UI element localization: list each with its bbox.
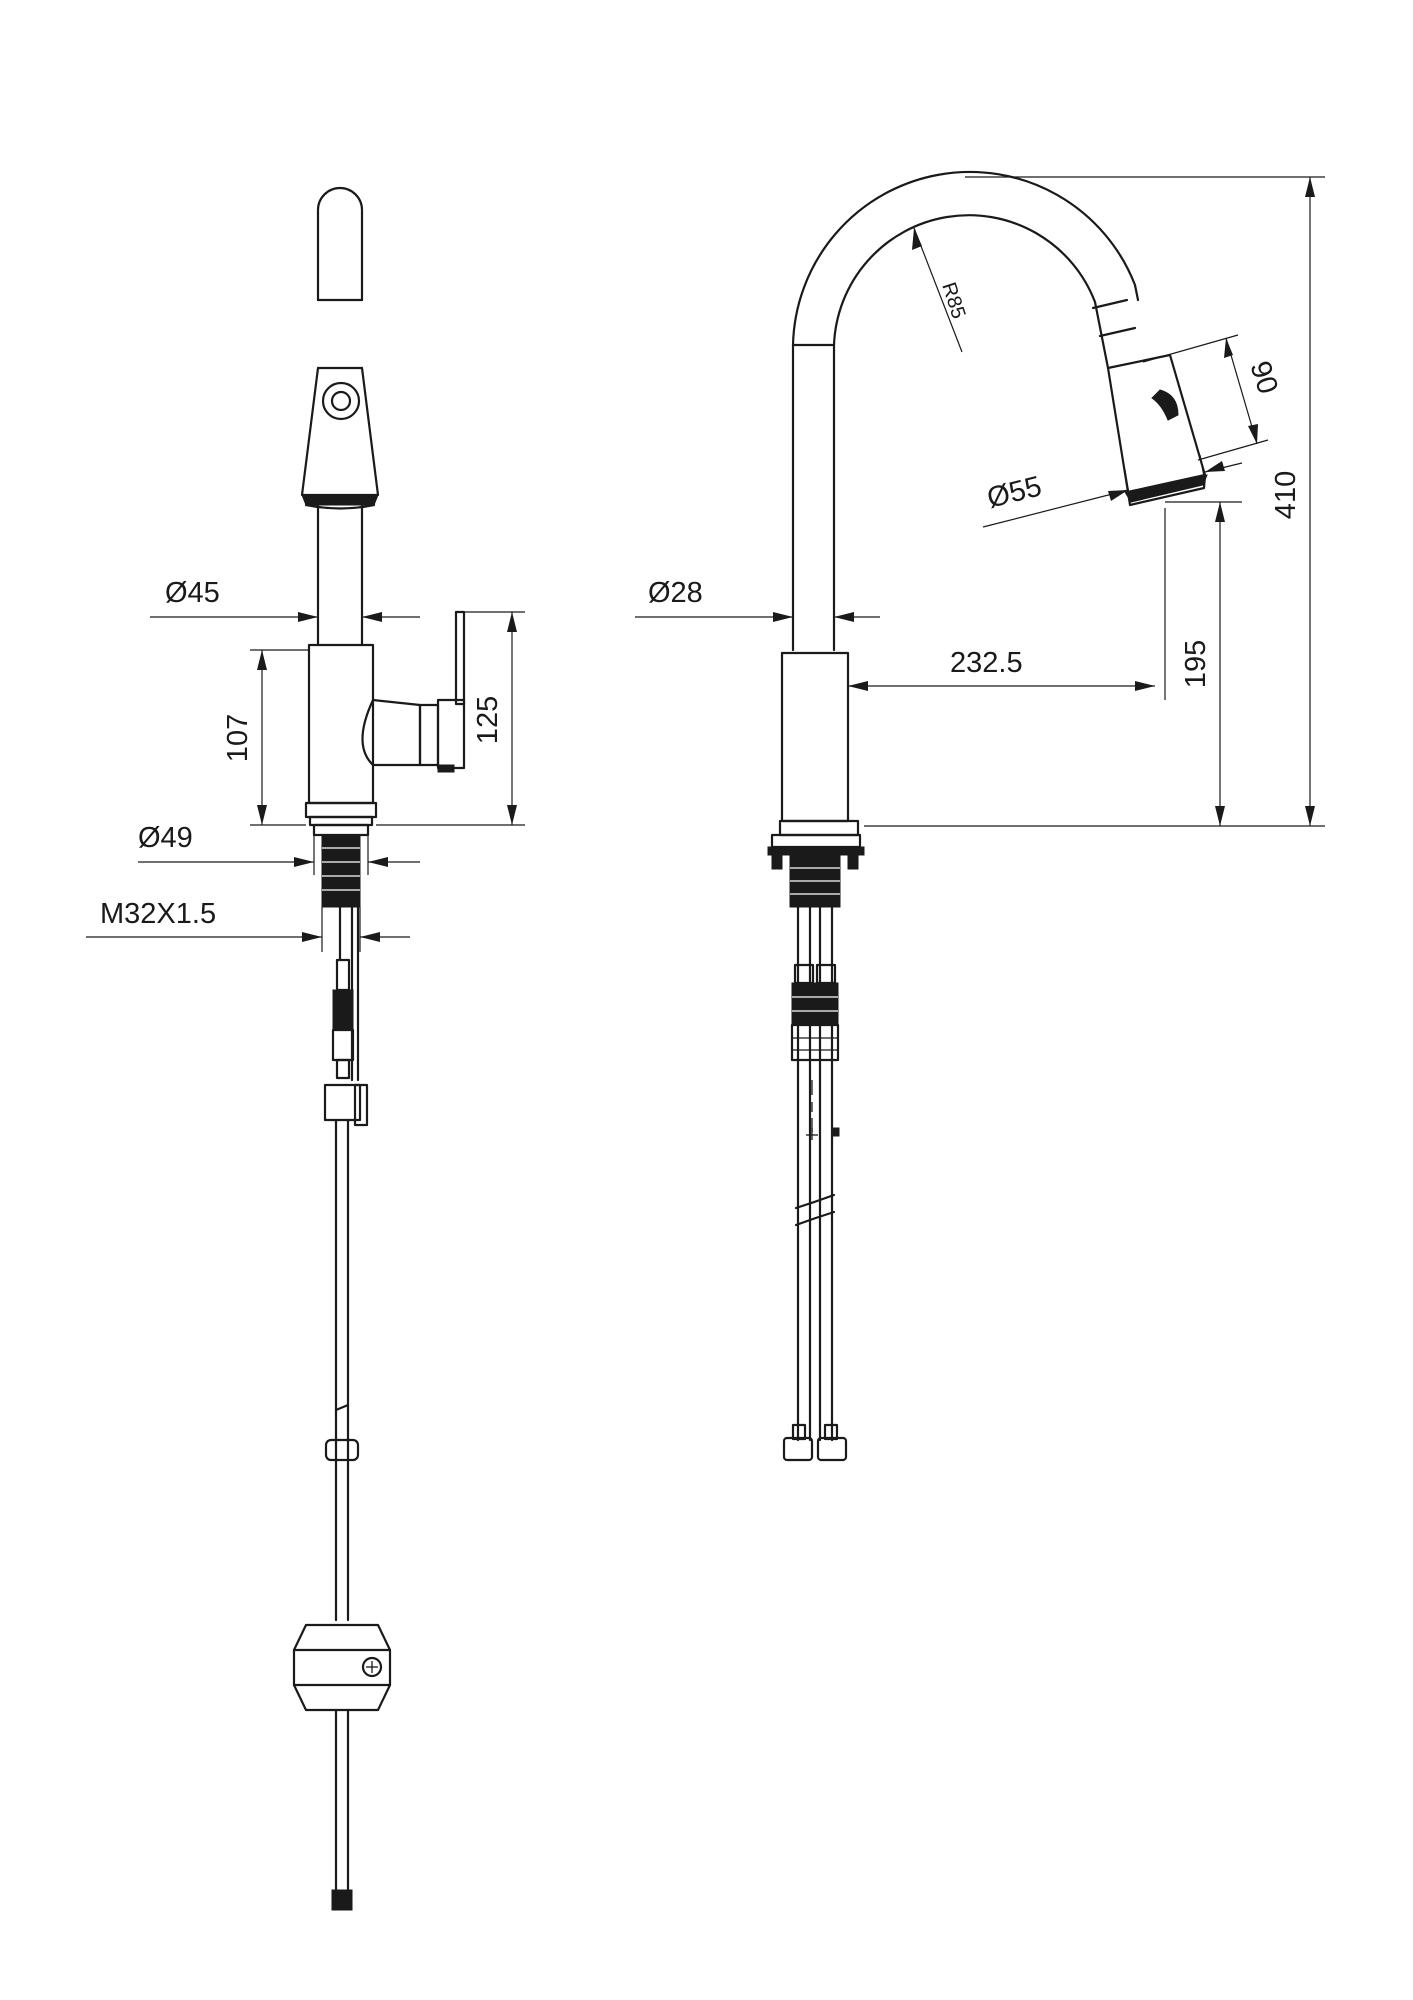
- dim-front-base-diameter: Ø49: [138, 822, 193, 854]
- front-view: Ø45 107 125 Ø49 M32X1.5: [86, 186, 525, 1911]
- head-button-icon: [321, 381, 361, 421]
- dim-side-radius: R85: [937, 280, 969, 322]
- side-view: Ø28 R85 90 Ø55 232.5 195: [635, 170, 1325, 1462]
- dim-front-spout-diameter: Ø45: [165, 577, 220, 609]
- dim-side-head-diameter: Ø55: [984, 470, 1045, 514]
- dim-side-reach: 232.5: [950, 647, 1023, 679]
- dim-front-lever-height: 125: [472, 696, 504, 744]
- dim-side-spout-diameter: Ø28: [648, 577, 703, 609]
- dim-side-total-height: 410: [1270, 471, 1302, 519]
- dim-front-body-height: 107: [222, 714, 254, 762]
- screw-icon: [361, 1656, 383, 1678]
- dim-side-spout-clearance: 195: [1180, 640, 1212, 688]
- dim-front-thread: M32X1.5: [100, 898, 216, 930]
- dim-side-head-length: 90: [1243, 357, 1283, 398]
